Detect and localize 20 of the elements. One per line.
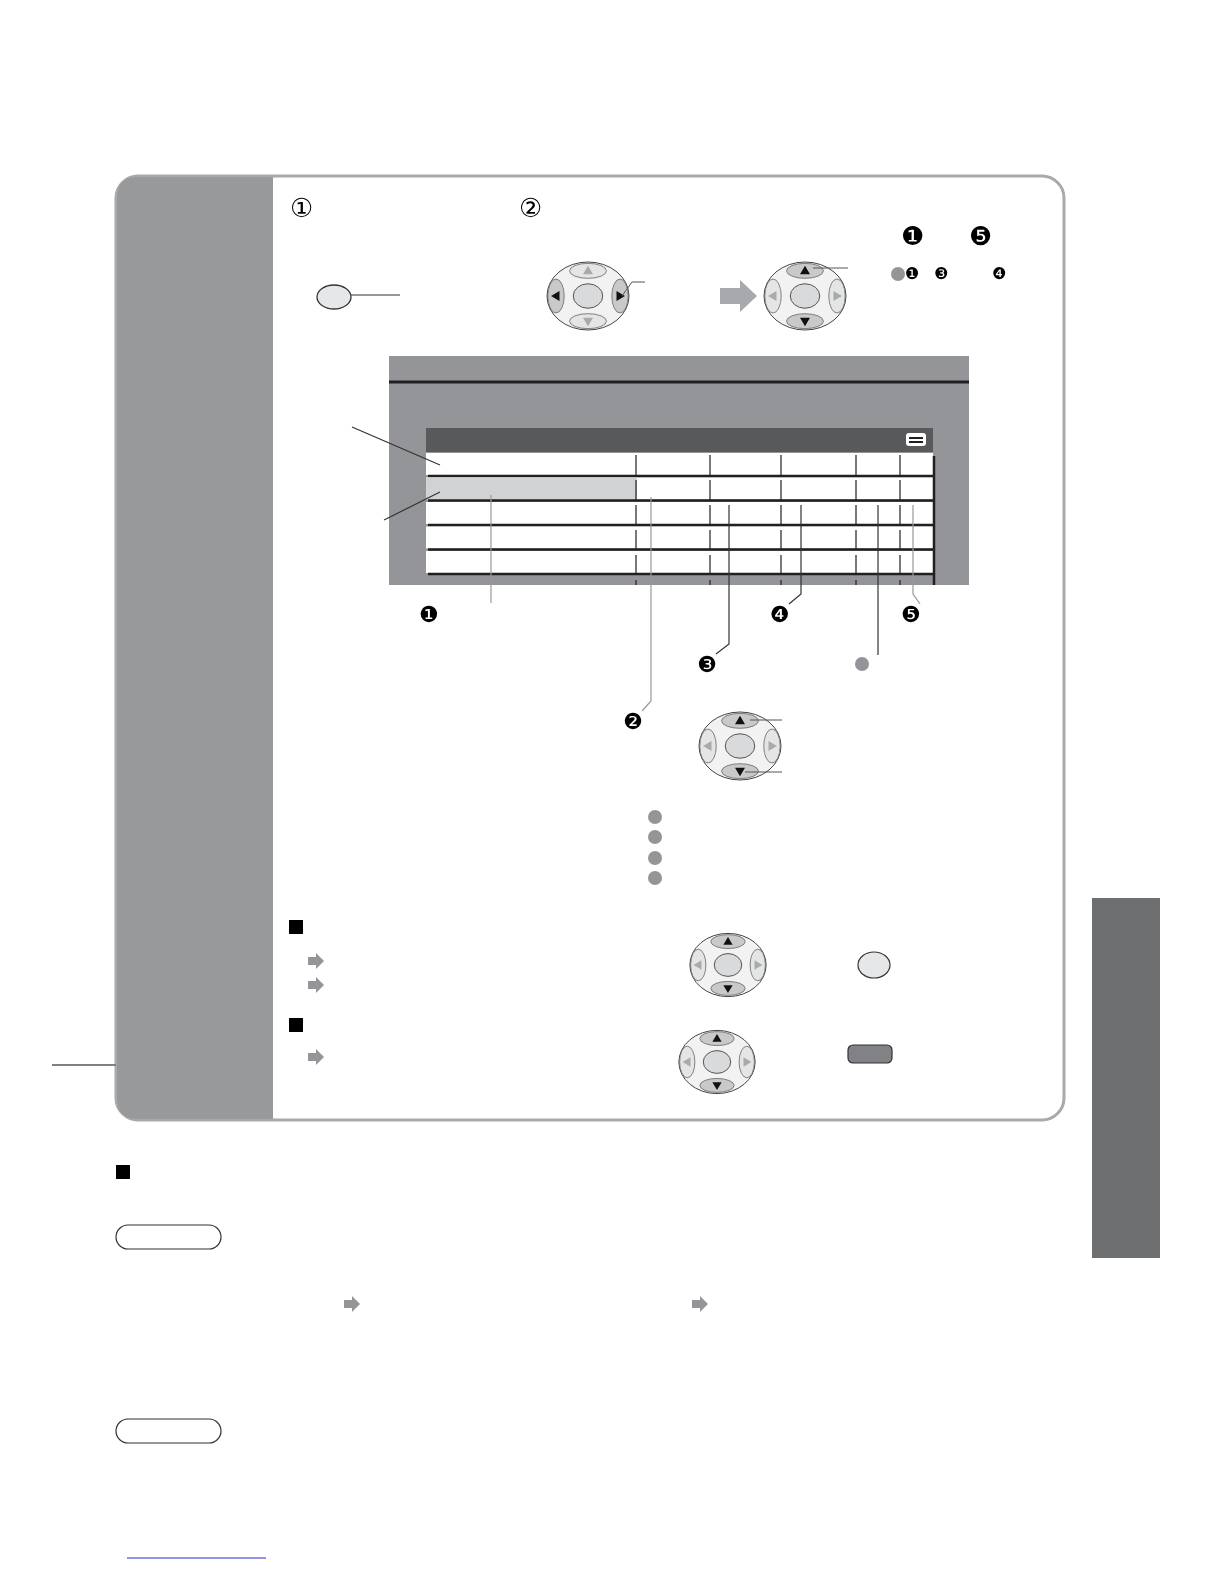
heading-badge (115, 1418, 222, 1444)
leader-line (788, 504, 802, 605)
callout-number: ❶ (905, 266, 920, 282)
callout-number: ❹ (770, 604, 790, 626)
leader-line (641, 496, 652, 712)
leader-line (912, 504, 921, 605)
callout-number: ② (519, 195, 543, 221)
callout-number: ❸ (697, 654, 717, 676)
callout-number: ❺ (969, 223, 993, 249)
callout-number: ❸ (934, 266, 949, 282)
heading-badge (115, 1224, 222, 1250)
callout-number: ① (290, 195, 314, 221)
callout-number: ❹ (992, 266, 1007, 282)
callout-number: ❶ (419, 604, 439, 626)
side-tab (1092, 898, 1160, 1258)
leader-line (715, 504, 730, 655)
callout-number: ❺ (901, 604, 921, 626)
sidebar (117, 177, 273, 1119)
callout-number: ❶ (901, 223, 925, 249)
callout-number: ❷ (623, 711, 643, 733)
